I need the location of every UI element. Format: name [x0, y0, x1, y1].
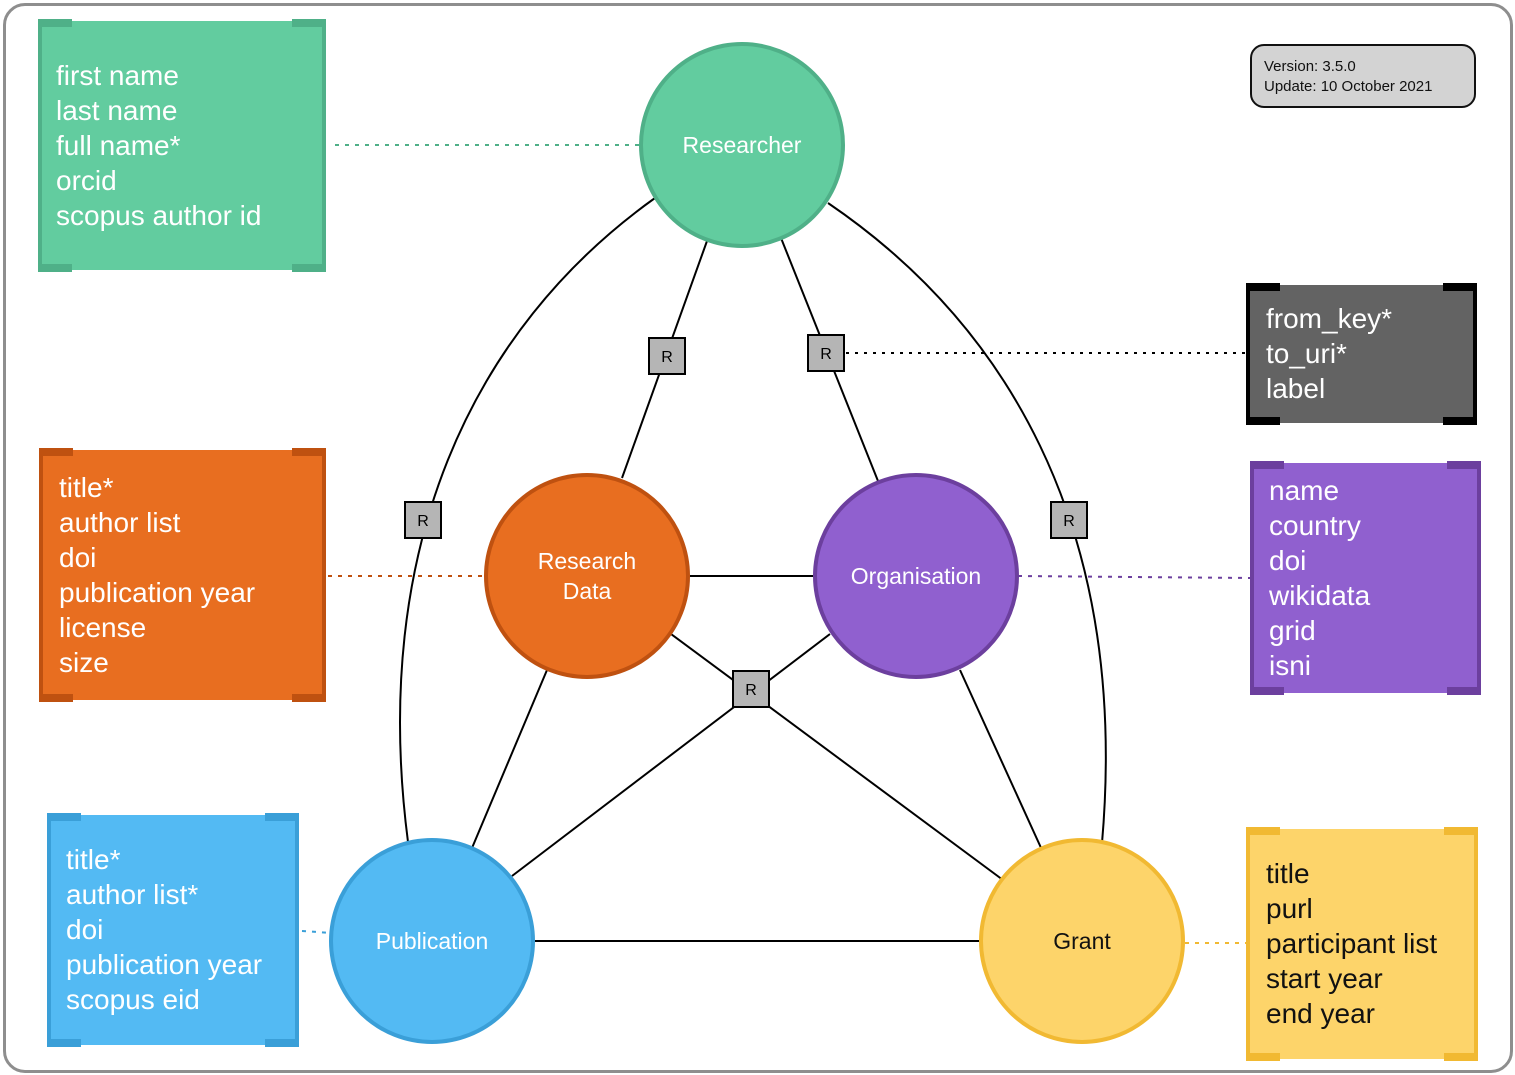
box-corner-bracket: [292, 264, 326, 272]
relation-marker[interactable]: R: [807, 334, 845, 372]
attribute-field: label: [1266, 373, 1326, 404]
research-data-attributes-box: title* author list doi publication year lice…: [39, 448, 326, 702]
box-corner-bracket: [1447, 687, 1481, 695]
relation-marker-label: R: [417, 513, 429, 530]
relation-marker[interactable]: R: [404, 501, 442, 539]
node-researcher-label: Researcher: [683, 132, 802, 158]
attribute-field: title*: [59, 472, 114, 503]
box-corner-bracket: [1246, 827, 1280, 835]
node-grant[interactable]: Grant: [979, 838, 1185, 1044]
attribute-field: wikidata: [1269, 580, 1371, 611]
box-corner-bracket: [47, 1039, 81, 1047]
node-research-data-label-line-1: Research: [538, 548, 636, 574]
organisation-attributes-connector: [1017, 575, 1251, 579]
node-organisation-label: Organisation: [851, 563, 981, 589]
box-corner-bracket: [292, 19, 326, 27]
node-research-data[interactable]: Research Data: [484, 473, 690, 679]
attribute-field: doi: [66, 914, 104, 945]
box-corner-bracket: [1443, 283, 1477, 291]
node-grant-label: Grant: [1053, 928, 1111, 954]
edge-researcher-grant: [827, 202, 1107, 844]
attribute-field: end year: [1266, 998, 1375, 1029]
relation-marker-label: R: [745, 682, 757, 699]
attribute-field: last name: [56, 95, 178, 126]
attribute-field: country: [1269, 510, 1361, 541]
version-info: Version: 3.5.0 Update: 10 October 2021: [1250, 44, 1476, 108]
edge-researcher-publication: [399, 197, 656, 843]
box-corner-bracket: [292, 448, 326, 456]
update-text: Update: 10 October 2021: [1264, 78, 1433, 95]
attribute-field: author list*: [66, 879, 199, 910]
publication-attributes-connector: [301, 930, 333, 934]
attribute-field: doi: [59, 542, 97, 573]
attribute-field: doi: [1269, 545, 1307, 576]
node-publication[interactable]: Publication: [329, 838, 535, 1044]
attribute-field: start year: [1266, 963, 1383, 994]
attribute-field: publication year: [66, 949, 263, 980]
box-corner-bracket: [292, 694, 326, 702]
box-corner-bracket: [265, 813, 299, 821]
box-corner-bracket: [39, 694, 73, 702]
box-corner-bracket: [38, 19, 72, 27]
attribute-field: publication year: [59, 577, 256, 608]
attribute-field: full name*: [56, 130, 181, 161]
box-corner-bracket: [1447, 461, 1481, 469]
box-corner-bracket: [47, 813, 81, 821]
attribute-field: participant list: [1266, 928, 1438, 959]
box-corner-bracket: [38, 264, 72, 272]
node-organisation[interactable]: Organisation: [813, 473, 1019, 679]
relation-marker-label: R: [820, 346, 832, 363]
attribute-field: isni: [1269, 650, 1312, 681]
box-corner-bracket: [1246, 283, 1280, 291]
attribute-field: title*: [66, 844, 121, 875]
box-corner-bracket: [1444, 1053, 1478, 1061]
organisation-attributes-box: name country doi wikidata grid isni: [1250, 461, 1481, 695]
box-corner-bracket: [265, 1039, 299, 1047]
attribute-field: to_uri*: [1266, 338, 1347, 369]
relation-marker[interactable]: R: [648, 337, 686, 375]
box-corner-bracket: [1246, 1053, 1280, 1061]
edge-organisation-publication: [511, 633, 831, 877]
box-corner-bracket: [1246, 417, 1280, 425]
box-corner-bracket: [1250, 461, 1284, 469]
edge-organisation-grant: [959, 669, 1043, 851]
attribute-field: title: [1266, 858, 1310, 889]
researcher-attributes-box: first name last name full name* orcid scopus…: [38, 19, 326, 272]
attribute-field: from_key*: [1266, 303, 1393, 334]
attribute-field: orcid: [56, 165, 117, 196]
attribute-field: author list: [59, 507, 181, 538]
attribute-field: scopus author id: [56, 200, 262, 231]
attribute-field: first name: [56, 60, 179, 91]
attribute-field: license: [59, 612, 147, 643]
attribute-field: grid: [1269, 615, 1316, 646]
attribute-field: scopus eid: [66, 984, 200, 1015]
node-publication-label: Publication: [376, 928, 489, 954]
relation-marker-label: R: [661, 349, 673, 366]
relation-attributes-box: from_key* to_uri*label: [1246, 283, 1477, 425]
node-research-data-label-line-2: Data: [563, 578, 612, 604]
attribute-field: size: [59, 647, 109, 678]
publication-attributes-box: title* author list* doi publication year sco…: [47, 813, 299, 1047]
attribute-field: name: [1269, 475, 1340, 506]
node-researcher[interactable]: Researcher: [639, 42, 845, 248]
edge-research-data-publication: [471, 669, 548, 849]
edge-research-data-grant: [670, 633, 1004, 881]
box-corner-bracket: [1444, 827, 1478, 835]
relation-marker-label: R: [1063, 513, 1075, 530]
attribute-field: purl: [1266, 893, 1313, 924]
relation-marker[interactable]: R: [1050, 501, 1088, 539]
relation-marker[interactable]: R: [732, 670, 770, 708]
version-text: Version: 3.5.0: [1264, 58, 1356, 75]
box-corner-bracket: [1250, 687, 1284, 695]
grant-attributes-box: title purl participant list start year end y…: [1246, 827, 1478, 1061]
box-corner-bracket: [1443, 417, 1477, 425]
box-corner-bracket: [39, 448, 73, 456]
